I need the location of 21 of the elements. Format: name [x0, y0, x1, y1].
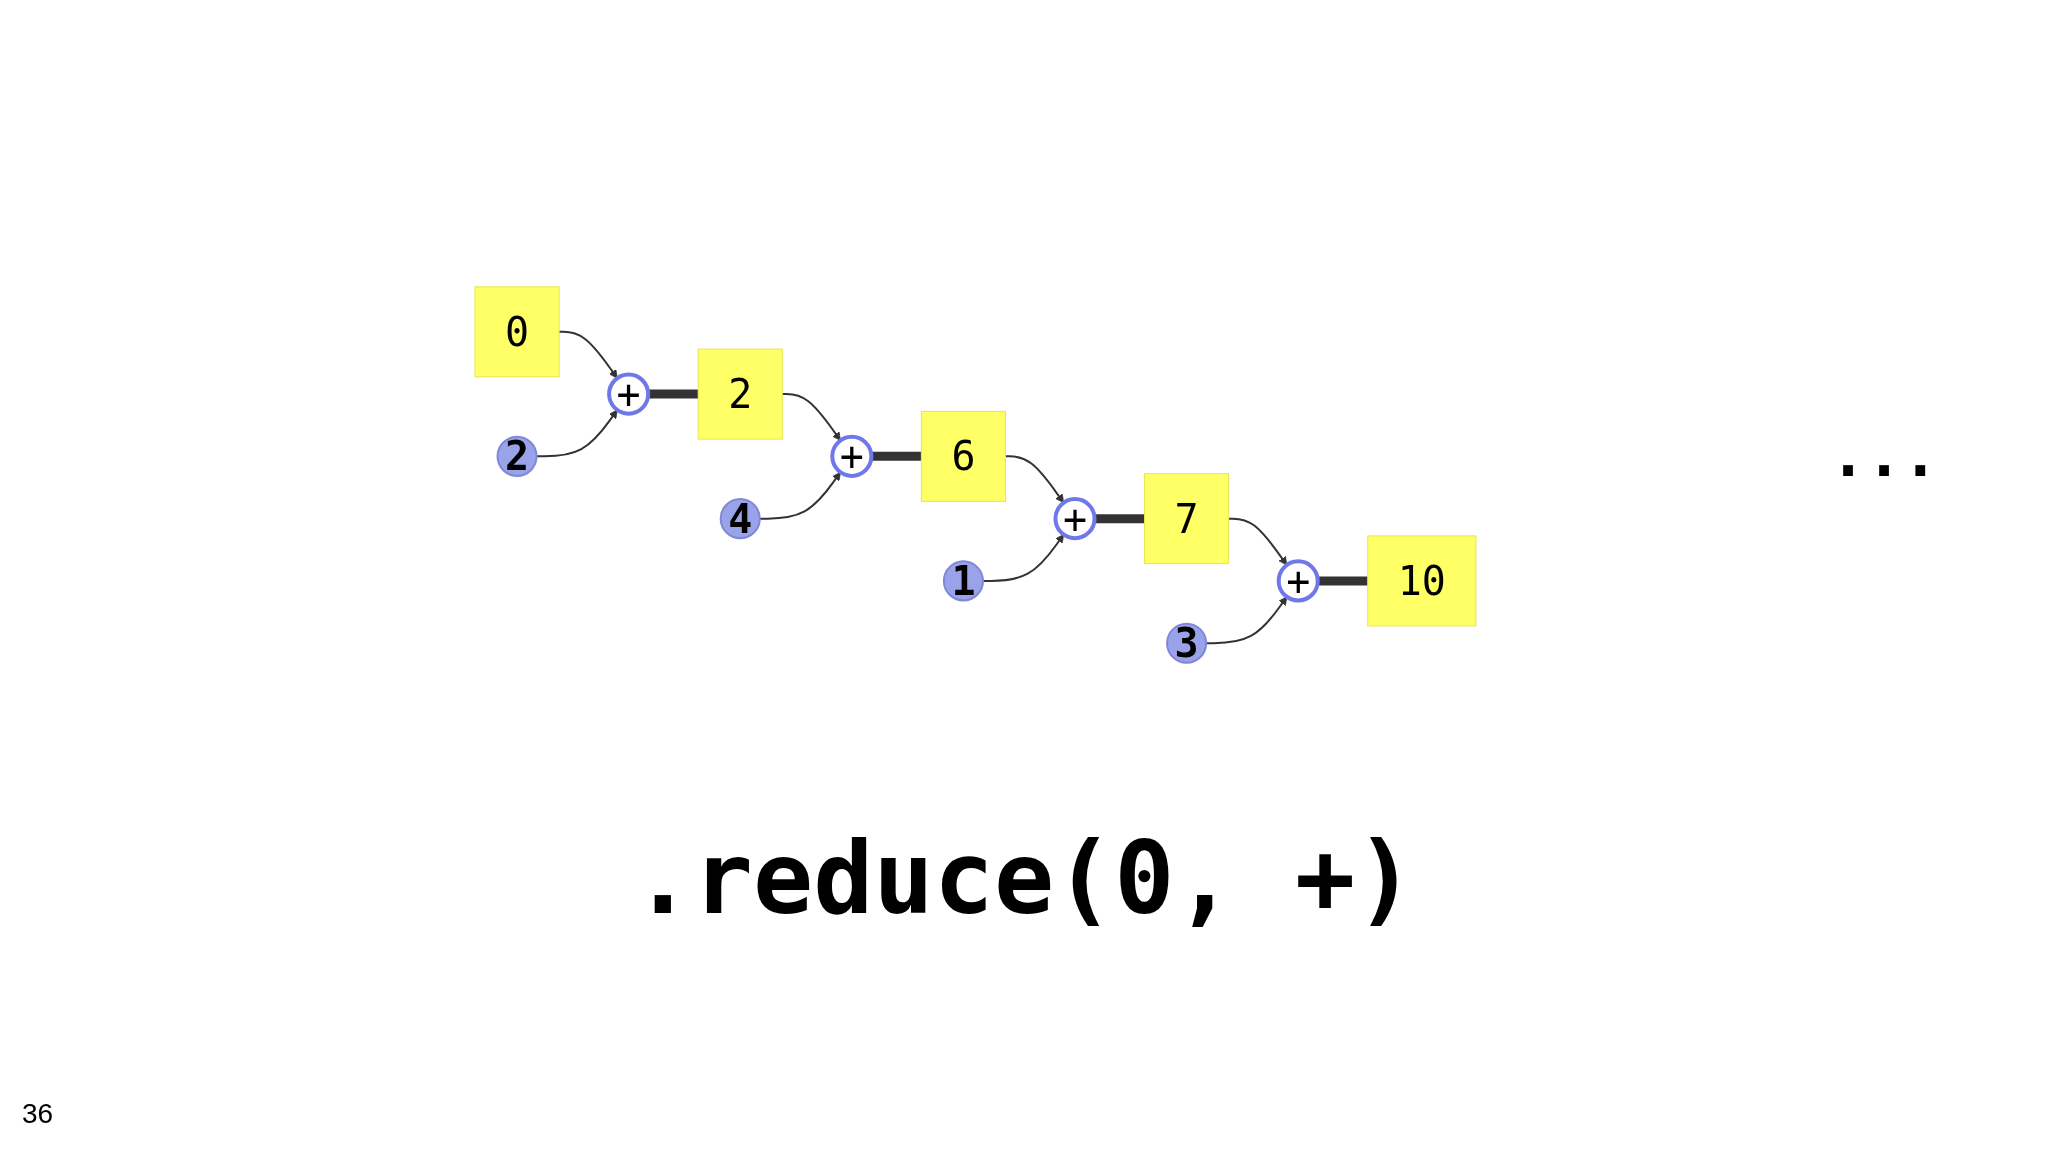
node-circle: 4 [719, 498, 761, 540]
page-number: 36 [22, 1098, 54, 1130]
arrow [1227, 517, 1287, 566]
node-circle: 1 [942, 560, 984, 602]
node-circle: + [1276, 559, 1320, 603]
node-box: 6 [920, 410, 1006, 502]
node-circle: 3 [1165, 622, 1207, 664]
node-circle: + [829, 434, 873, 478]
node-circle: + [606, 372, 650, 416]
arrow [1004, 455, 1064, 504]
arrow [780, 393, 841, 441]
caption: .reduce(0, +) [631, 820, 1417, 937]
node-box: 2 [697, 348, 783, 440]
node-box: 0 [474, 286, 560, 378]
node-circle: 2 [496, 435, 538, 477]
connector [1093, 514, 1145, 524]
node-box: 10 [1366, 535, 1476, 627]
node-circle: + [1053, 497, 1097, 541]
ellipsis: ... [1830, 420, 1939, 490]
node-box: 7 [1143, 473, 1229, 565]
arrow [557, 330, 618, 379]
